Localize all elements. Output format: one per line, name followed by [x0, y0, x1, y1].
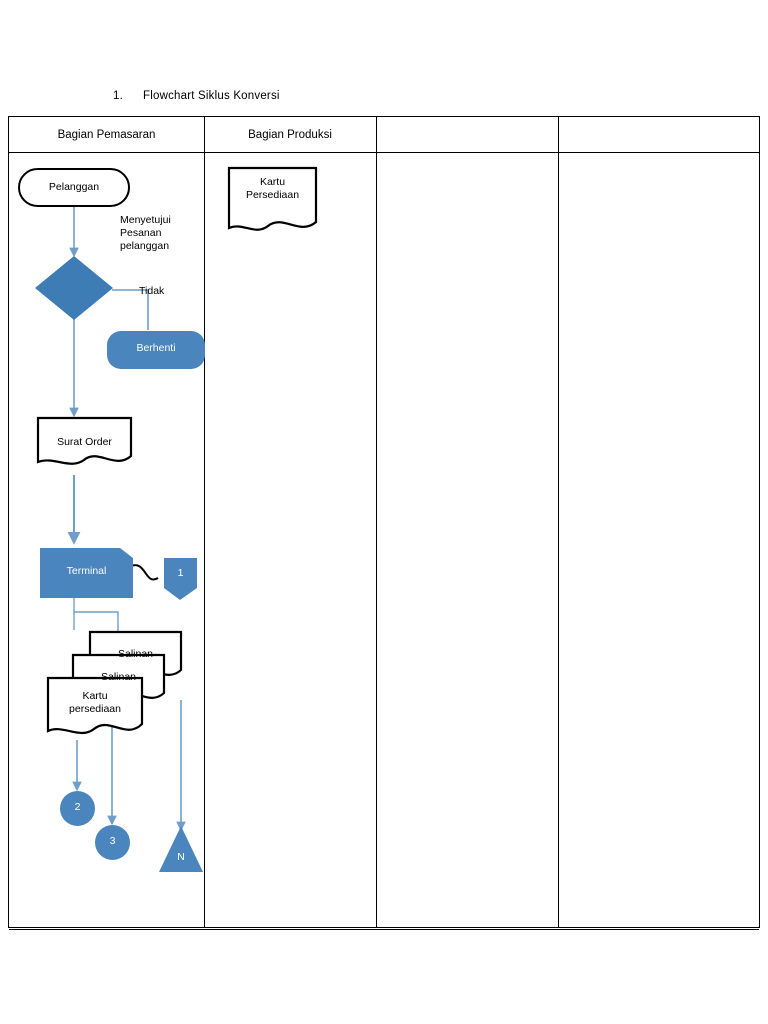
connector-1-label: 1: [177, 567, 184, 579]
node-kartu-persediaan-produksi-label: Kartu Persediaan: [245, 176, 300, 201]
table-column-divider-3: [558, 117, 559, 927]
table-column-divider-2: [376, 117, 377, 927]
table-column-divider-1: [204, 117, 205, 927]
connector-1[interactable]: 1: [164, 558, 197, 600]
node-terminal[interactable]: Terminal: [40, 548, 133, 598]
node-surat-order-label: Surat Order: [57, 436, 112, 448]
table-header-divider: [9, 152, 759, 153]
connector-3-label: 3: [109, 835, 116, 847]
node-salinan-2[interactable]: Salinan: [90, 632, 181, 676]
node-berhenti-label: Berhenti: [136, 342, 176, 354]
page-title-text: Flowchart Siklus Konversi: [143, 90, 280, 102]
column-header-bagian-pemasaran: Bagian Pemasaran: [57, 129, 156, 141]
page-title: 1. Flowchart Siklus Konversi: [113, 90, 280, 102]
node-pelanggan-label: Pelanggan: [48, 181, 100, 193]
connector-2-label: 2: [74, 801, 81, 813]
column-header-bagian-produksi: Bagian Produksi: [248, 129, 332, 141]
connector-3[interactable]: 3: [95, 825, 130, 860]
node-kartu-persediaan-label: Kartu persediaan: [69, 690, 121, 715]
node-salinan-1-label: Salinan: [100, 671, 137, 683]
connector-2[interactable]: 2: [60, 791, 95, 826]
node-decision[interactable]: [35, 256, 113, 320]
node-salinan-1[interactable]: Salinan: [73, 655, 164, 699]
node-terminal-label: Terminal: [66, 565, 107, 577]
node-salinan-2-label: Salinan: [117, 648, 154, 660]
node-pelanggan[interactable]: Pelanggan: [18, 168, 130, 207]
table-bottom-divider: [9, 929, 759, 930]
swimlane-table: Bagian Pemasaran Bagian Produksi: [8, 116, 760, 930]
node-surat-order[interactable]: Surat Order: [38, 418, 131, 464]
node-berhenti[interactable]: Berhenti: [107, 331, 205, 369]
edge-label-menyetujui: Menyetujui Pesanan pelanggan: [120, 214, 171, 252]
connector-n-label: N: [177, 851, 185, 863]
connector-n[interactable]: N: [159, 826, 203, 872]
page-title-number: 1.: [113, 90, 123, 102]
node-kartu-persediaan-produksi[interactable]: Kartu Persediaan: [229, 168, 316, 228]
edge-label-tidak: Tidak: [139, 285, 165, 297]
node-kartu-persediaan[interactable]: Kartu persediaan: [48, 678, 142, 731]
